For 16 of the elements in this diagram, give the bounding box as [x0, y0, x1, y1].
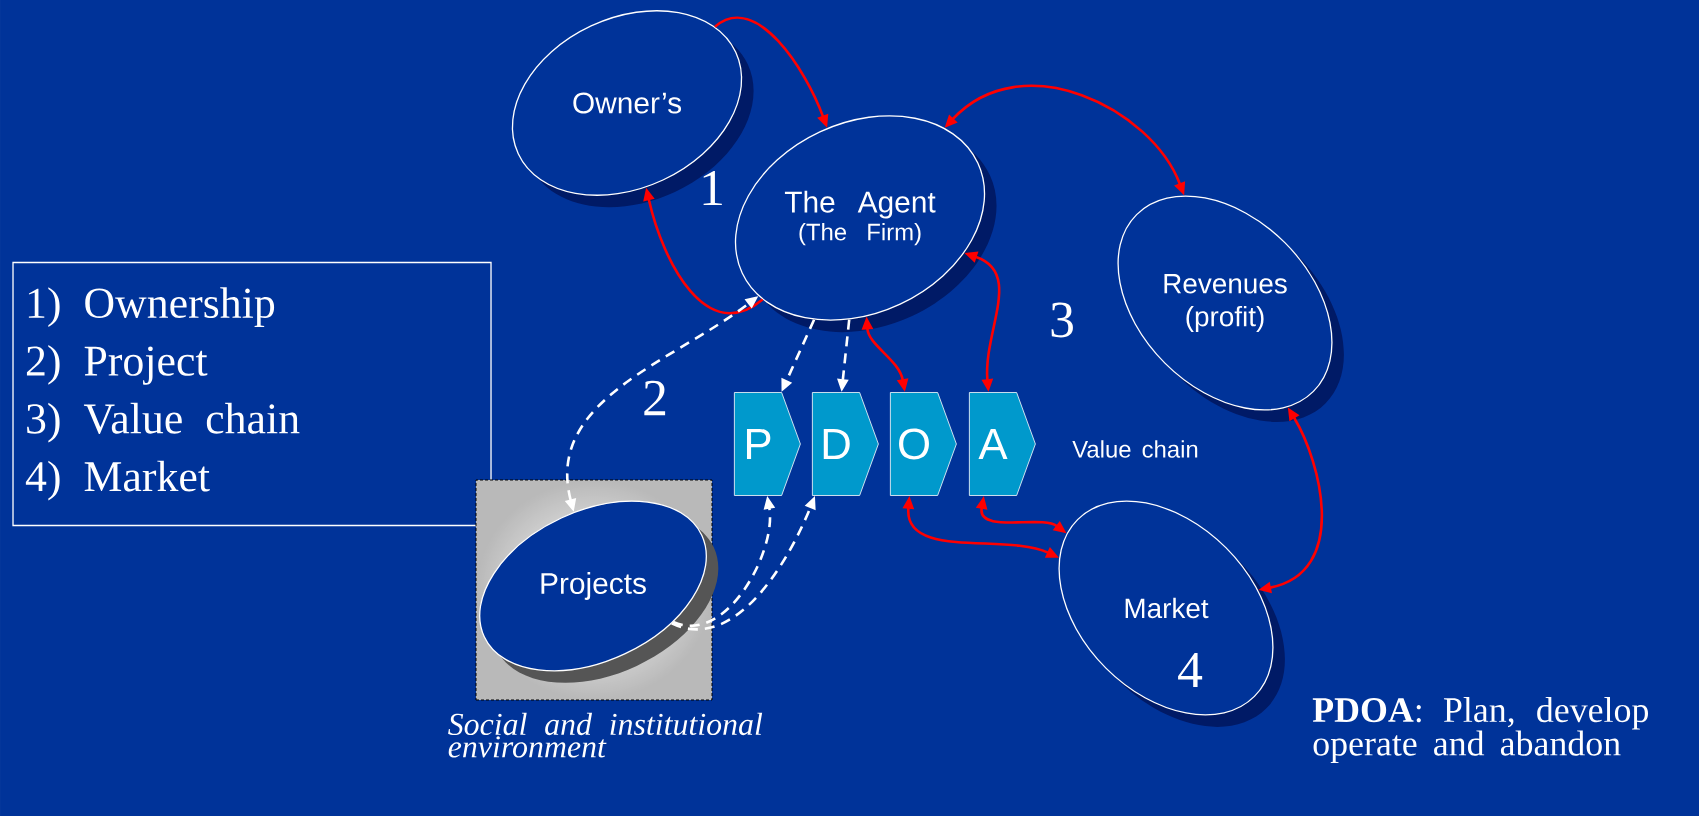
- chain-label: Value chain: [1072, 440, 1198, 458]
- region-number: 2: [644, 380, 666, 416]
- list-box: 1) Ownership 2) Project 3) Value chain 4) Market: [12, 261, 492, 527]
- ellipse-node: Revenues (profit): [1117, 195, 1344, 422]
- chevron-step: D: [812, 392, 879, 496]
- chevron-step: A: [969, 392, 1036, 496]
- region-number: 1: [703, 170, 722, 206]
- environment-box: [475, 479, 713, 701]
- region-number: 4: [1178, 652, 1203, 688]
- chevron-step: O: [890, 392, 957, 496]
- node-label: Social and institutional environment: [448, 712, 763, 758]
- ellipse-node: The Agent (The Firm): [735, 115, 997, 333]
- chevron-step: P: [734, 392, 801, 496]
- ellipse-node: Projects: [479, 500, 719, 683]
- note: PDOA: Plan, develop operate and abandon: [1312, 697, 1648, 763]
- region-number: 3: [1051, 302, 1073, 338]
